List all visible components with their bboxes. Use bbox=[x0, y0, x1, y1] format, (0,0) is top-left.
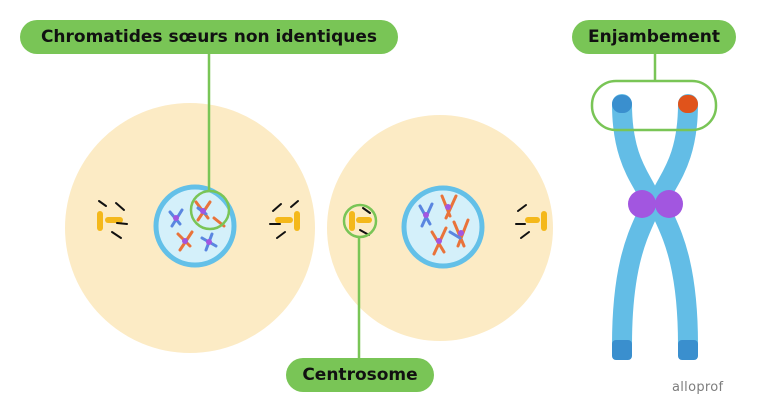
cell-right bbox=[327, 115, 553, 341]
cell-right-chromosomes bbox=[418, 194, 470, 256]
cell-left bbox=[65, 103, 315, 353]
label-enjambement: Enjambement bbox=[572, 20, 736, 54]
crossover-chromosome bbox=[612, 94, 698, 360]
cell-right-nucleus bbox=[401, 185, 485, 269]
cell-left-centrosome-right bbox=[269, 200, 300, 239]
cell-right-centrosome-left bbox=[349, 207, 372, 236]
alloprof-logo: alloprof bbox=[672, 380, 724, 395]
label-centrosome: Centrosome bbox=[286, 358, 434, 392]
cell-left-centrosome-left bbox=[97, 200, 128, 239]
label-chromatides: Chromatides sœurs non identiques bbox=[20, 20, 398, 54]
cell-right-centrosome-right bbox=[515, 204, 547, 239]
cell-left-chromosomes bbox=[168, 200, 226, 252]
